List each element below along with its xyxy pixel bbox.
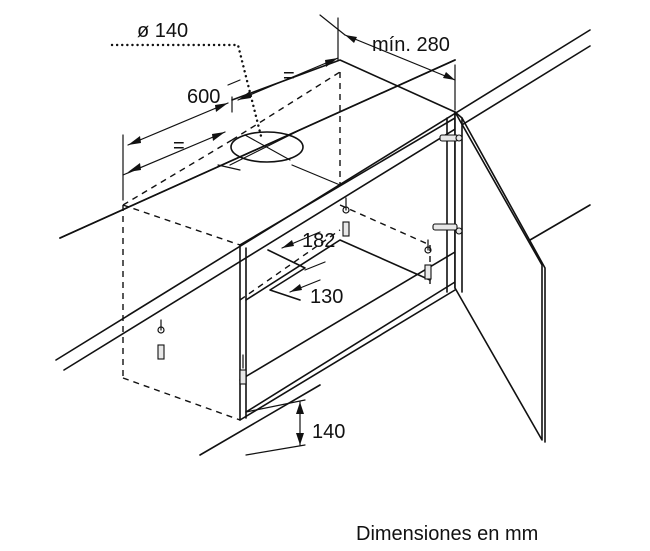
cabinet-front-top-edge [55, 29, 591, 361]
cabinet-bottom-front-inner [245, 281, 456, 413]
duct-center-cross-d [244, 134, 291, 161]
dimension-height-140 [245, 399, 306, 456]
cabinet-door-edge [454, 111, 546, 443]
duct-center-cross-b [217, 164, 241, 171]
screw-rear-left [342, 197, 350, 237]
ceiling-edge-rear [59, 59, 456, 239]
cabinet-front-top-edge-2 [63, 45, 591, 371]
duct-diameter-leader [110, 43, 264, 142]
dimension-cutout-130 [289, 261, 326, 293]
cabinet-top-rear-edge [239, 117, 456, 246]
dimension-min-280 [319, 14, 456, 111]
duct-center-cross-c [291, 164, 341, 186]
hidden-edge-floor-rear [339, 204, 431, 246]
hinge-upper [439, 134, 463, 142]
cabinet-bottom-depth [245, 239, 431, 301]
duct-opening [230, 131, 304, 163]
label-cutout-depth: 182 [302, 230, 335, 252]
label-width: 600 [187, 86, 220, 108]
caption: Dimensiones en mm [356, 523, 538, 545]
duct-center-cross-a [229, 129, 301, 166]
hidden-edge-left-top [122, 204, 241, 246]
dimension-upper-equal [227, 17, 339, 101]
label-min-depth: mín. 280 [372, 34, 450, 56]
hidden-edge-bottom-left [122, 377, 241, 421]
cabinet-top-rim [231, 59, 456, 113]
cabinet-bottom-front [239, 289, 456, 421]
hidden-edge-floor-left [239, 229, 341, 301]
label-height: 140 [312, 421, 345, 443]
cabinet-door [454, 111, 543, 441]
hinge-lower [432, 223, 463, 235]
screw-rear-right [424, 239, 432, 280]
label-equal-upper: = [283, 65, 295, 87]
screw-front-left [157, 319, 165, 360]
dimension-cutout-182 [281, 231, 321, 249]
dimension-width-600 [122, 96, 233, 201]
label-cutout-width: 130 [310, 286, 343, 308]
cabinet-bottom-edge [239, 251, 456, 381]
label-equal-lower: = [173, 135, 185, 157]
cutout-outline [267, 249, 306, 301]
wall-edge-right [529, 204, 591, 241]
label-duct-diameter: ø 140 [137, 20, 188, 42]
base-line [199, 384, 321, 456]
screw-front-right [239, 354, 247, 385]
